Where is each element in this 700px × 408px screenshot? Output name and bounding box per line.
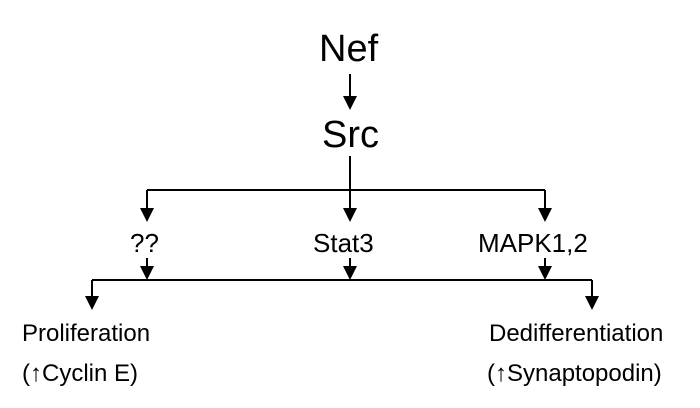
- arrowhead-stat3: [343, 208, 357, 222]
- arrowhead-unknown: [140, 208, 154, 222]
- node-nef: Nef: [319, 28, 379, 70]
- outcome-dedifferentiation: Dedifferentiation: [489, 320, 664, 347]
- arrowhead-mapk-lower: [538, 266, 552, 280]
- node-unknown: ??: [130, 228, 159, 258]
- outcome-proliferation-marker: (↑Cyclin E): [22, 360, 139, 387]
- arrowhead-proliferation: [85, 296, 99, 310]
- node-src: Src: [322, 114, 379, 156]
- arrowhead-dedifferentiation: [585, 296, 599, 310]
- node-stat3: Stat3: [313, 228, 374, 258]
- node-mapk: MAPK1,2: [478, 228, 588, 258]
- outcome-proliferation: Proliferation: [22, 320, 151, 347]
- arrowhead-unknown-lower: [140, 266, 154, 280]
- outcome-dedifferentiation-marker: (↑Synaptopodin): [487, 360, 662, 387]
- arrowhead-stat3-lower: [343, 266, 357, 280]
- arrowhead-src: [343, 96, 357, 110]
- arrowhead-mapk: [538, 208, 552, 222]
